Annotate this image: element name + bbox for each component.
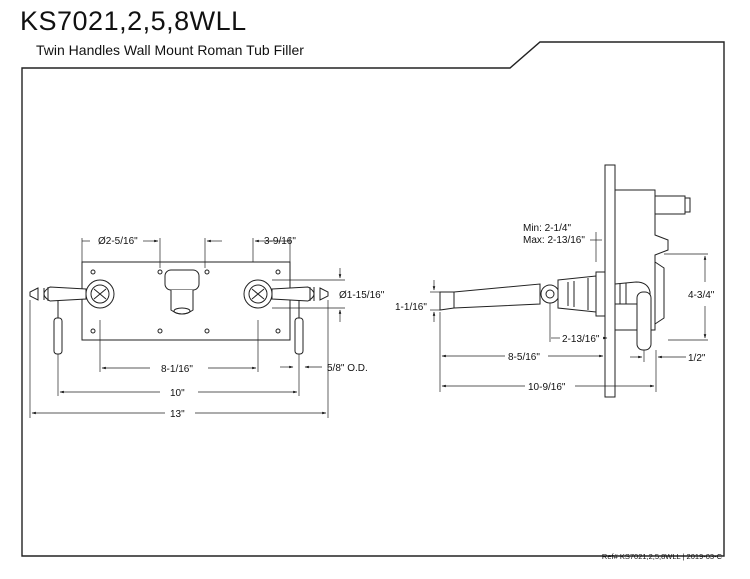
label-handle-offset: 3-9/16" [264,236,296,247]
front-dimensions [29,238,345,418]
right-supply-pipe [294,317,304,355]
product-description: Twin Handles Wall Mount Roman Tub Filler [36,42,304,58]
front-spout [164,269,200,315]
label-centers: 10" [170,388,185,399]
label-spout-dia: Ø2-5/16" [98,236,138,247]
front-labels: Ø2-5/16" 3-9/16" Ø1-15/16" 8-1/16" 10" 1… [98,236,385,420]
label-reach: 8-5/16" [508,352,540,363]
sheet-border [21,41,725,557]
label-spout-height: 1-1/16" [395,302,427,313]
label-overall: 13" [170,409,185,420]
wall [604,164,616,398]
label-supply: 5/8" O.D. [327,363,368,374]
label-half: 1/2" [688,353,706,364]
side-spout [439,275,605,313]
label-max: Max: 2-13/16" [523,235,585,246]
label-inner-span: 8-1/16" [161,364,193,375]
front-left-handle [29,279,115,309]
label-height: 4-3/4" [688,290,715,301]
label-escutcheon-dia: Ø1-15/16" [339,290,385,301]
label-min: Min: 2-1/4" [523,223,571,234]
side-labels: Min: 2-1/4" Max: 2-13/16" 1-1/16" 4-3/4"… [395,223,715,393]
front-view [29,261,329,355]
side-view [439,164,691,398]
side-dimensions [430,232,708,392]
label-total-reach: 10-9/16" [528,382,566,393]
label-depth: 2-13/16" [562,334,600,345]
front-right-handle [243,279,329,309]
reference-note: Ref# KS7021,2,5,8WLL | 2019-03-C [601,552,722,561]
side-handle [614,281,652,351]
left-supply-pipe [53,317,63,355]
model-number: KS7021,2,5,8WLL [20,6,247,36]
